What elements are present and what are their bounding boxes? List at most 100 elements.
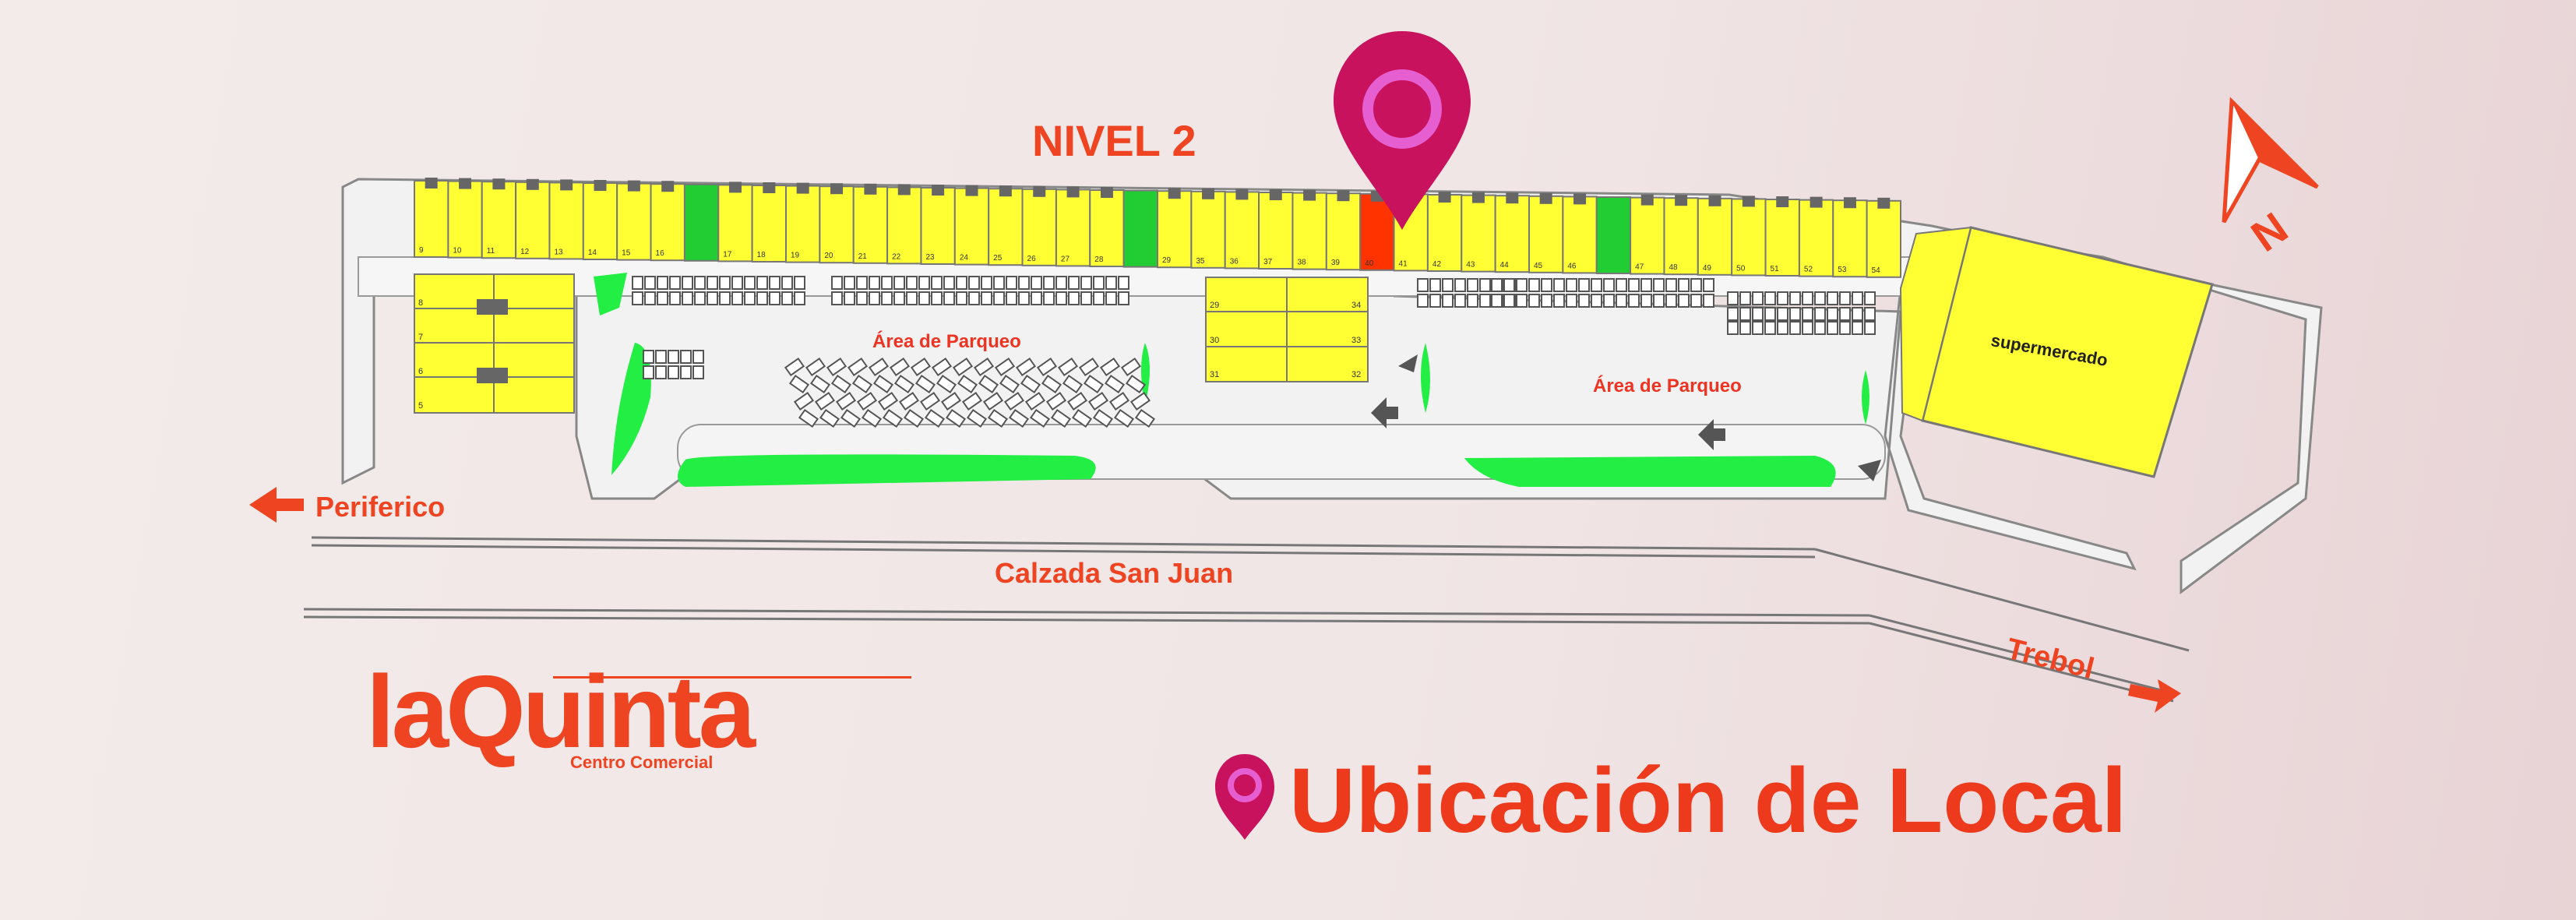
parking-stall <box>893 374 915 394</box>
direction-arrow-icon <box>1398 354 1418 378</box>
store-number: 28 <box>1094 256 1104 264</box>
parking-stall <box>1006 276 1017 290</box>
green-area <box>678 454 1096 487</box>
store-number: 45 <box>1534 262 1543 270</box>
parking-stall <box>1665 278 1677 292</box>
store-door <box>526 178 539 190</box>
direction-arrow-icon <box>1858 460 1881 481</box>
parking-stall <box>968 291 980 305</box>
parking-stall <box>744 276 756 290</box>
parking-stall <box>1105 291 1117 305</box>
store-door <box>1337 190 1350 202</box>
parking-stall <box>744 291 756 305</box>
parking-stall <box>1118 291 1129 305</box>
store-door <box>1843 197 1856 209</box>
parking-stall <box>1093 291 1105 305</box>
parking-stall <box>694 291 706 305</box>
parking-stall <box>931 276 943 290</box>
parking-stall <box>632 276 643 290</box>
parking-stall <box>1516 278 1528 292</box>
parking-stall <box>1703 278 1714 292</box>
parking-stall <box>1616 294 1627 308</box>
parking-stall <box>1591 294 1602 308</box>
parking-stall <box>1690 278 1702 292</box>
store-door <box>796 182 809 194</box>
parking-stall <box>910 357 932 377</box>
store-door <box>425 178 438 189</box>
parking-stall <box>1467 278 1478 292</box>
arrow-right-icon <box>2128 679 2181 713</box>
parking-stall <box>644 291 656 305</box>
parking-stall <box>1516 294 1528 308</box>
store-number: 54 <box>1872 266 1881 275</box>
road-line <box>1869 614 2174 695</box>
store-number: 31 <box>1210 370 1219 379</box>
parking-stall <box>1802 291 1813 305</box>
parking-stall <box>1616 278 1627 292</box>
parking-stall <box>1118 276 1129 290</box>
parking-stall <box>999 374 1020 394</box>
parking-stall <box>1764 321 1776 335</box>
store-number: 52 <box>1804 266 1813 274</box>
parking-stall <box>1827 321 1838 335</box>
parking-stall <box>957 374 978 394</box>
store-number: 20 <box>824 252 833 260</box>
parking-stall <box>1003 391 1025 411</box>
store-unit <box>1258 192 1294 270</box>
parking-stall <box>644 276 656 290</box>
parking-stall <box>906 276 918 290</box>
parking-stall <box>1789 307 1801 321</box>
parking-stall <box>840 408 862 428</box>
store-door <box>492 178 506 190</box>
parking-stall <box>794 276 805 290</box>
street-label-calzada: Calzada San Juan <box>995 557 1234 589</box>
store-number: 34 <box>1351 301 1361 310</box>
stairs-icon <box>477 368 508 383</box>
store-number: 19 <box>791 252 800 260</box>
parking-stall <box>643 350 654 364</box>
store-number: 25 <box>993 254 1003 263</box>
green-area <box>1464 456 1836 487</box>
store-door <box>965 185 978 196</box>
parking-stall <box>1083 374 1105 394</box>
parking-stall <box>1665 294 1677 308</box>
store-number: 15 <box>622 249 631 258</box>
parking-stall <box>694 276 706 290</box>
parking-stall <box>1503 294 1515 308</box>
parking-stall <box>1814 307 1826 321</box>
parking-stall <box>847 357 869 377</box>
parking-stall <box>798 408 819 428</box>
parking-stall <box>756 276 768 290</box>
store-door <box>830 183 844 195</box>
parking-stall <box>1104 374 1126 394</box>
road-line <box>311 536 1816 551</box>
store-number: 38 <box>1297 259 1306 267</box>
parking-stall <box>1055 291 1067 305</box>
store-number: 41 <box>1399 259 1408 268</box>
store-unit <box>1292 192 1327 270</box>
parking-stall <box>1827 307 1838 321</box>
parking-stall <box>924 408 946 428</box>
parking-stall <box>657 291 668 305</box>
parking-stall <box>1678 278 1690 292</box>
store-door <box>594 180 607 191</box>
store-number: 49 <box>1703 264 1712 273</box>
parking-stall <box>889 357 911 377</box>
parking-stall <box>1018 276 1030 290</box>
store-number: 33 <box>1351 336 1361 345</box>
store-door <box>897 184 911 196</box>
parking-stall <box>1764 307 1776 321</box>
store-door <box>1066 186 1080 198</box>
store-door <box>1235 189 1249 200</box>
store-unit <box>548 182 584 260</box>
parking-stall <box>918 276 930 290</box>
store-number: 37 <box>1263 258 1273 266</box>
parking-stall <box>881 276 893 290</box>
store-number: 29 <box>1162 256 1172 265</box>
parking-stall <box>1087 391 1109 411</box>
parking-stall <box>1541 278 1552 292</box>
parking-stall <box>856 291 868 305</box>
parking-stall <box>1491 294 1503 308</box>
parking-stall <box>844 276 855 290</box>
parking-stall <box>1541 294 1552 308</box>
